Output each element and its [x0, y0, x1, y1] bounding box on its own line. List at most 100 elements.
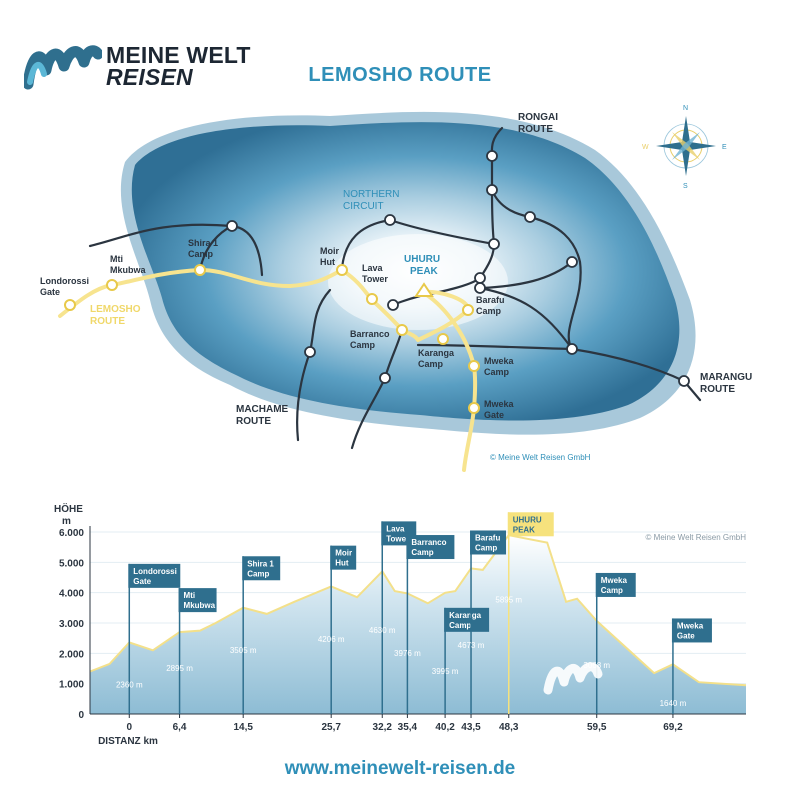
camp-tag	[330, 545, 357, 570]
x-tick-label: 59,5	[587, 722, 607, 733]
camp-elevation-label: 2895 m	[166, 664, 193, 673]
camp-tag-line1: Barranco	[411, 538, 446, 547]
camp-elevation-label: 2360 m	[116, 681, 143, 690]
x-tick-label: 35,4	[398, 722, 418, 733]
brand-name: MEINE WELT REISEN	[106, 42, 251, 90]
other-routes	[88, 126, 702, 450]
camp-tag-line2: Camp	[449, 621, 471, 630]
camp-tag-line1: Shira 1	[247, 559, 274, 568]
camp-tag	[178, 588, 217, 613]
camp-tag	[507, 512, 554, 537]
y-tick-label: 5.000	[59, 558, 84, 569]
camp-elevation-label: 4673 m	[458, 641, 485, 650]
website-url: www.meinewelt-reisen.de	[284, 758, 516, 779]
camp-tag	[595, 572, 636, 597]
compass-n: N	[683, 105, 688, 112]
y-axis-title: HÖHE	[54, 502, 83, 515]
camp-tag	[406, 535, 455, 560]
camp-elevation-label: 4206 m	[318, 635, 345, 644]
brand-line-1: MEINE WELT	[106, 42, 251, 68]
compass-s: S	[683, 183, 688, 190]
camp-tag-line2: Camp	[247, 569, 269, 578]
camp-tag-line2: Camp	[411, 548, 433, 557]
map-waypoints	[64, 150, 690, 414]
y-tick-label: 0	[78, 710, 84, 721]
camp-tag	[671, 618, 712, 643]
camp-tag-line1: Londorossi	[133, 567, 177, 576]
y-axis-unit: m	[62, 516, 71, 527]
camp-elevation-label: 5895 m	[495, 596, 522, 605]
camp-elevation-label: 3505 m	[230, 646, 257, 655]
summit-area	[328, 234, 508, 330]
x-tick-label: 32,2	[373, 722, 393, 733]
y-tick-label: 1.000	[59, 680, 84, 691]
x-tick-label: 25,7	[321, 722, 341, 733]
x-tick-label: 6,4	[173, 722, 187, 733]
x-tick-label: 43,5	[461, 722, 481, 733]
camp-elevation-label: 3976 m	[394, 649, 421, 658]
brand-line-2: REISEN	[106, 64, 193, 90]
brand-logo-mark	[24, 45, 102, 90]
camp-tag-line2: Camp	[475, 543, 497, 552]
compass-icon: N S E W	[642, 105, 727, 190]
x-tick-label: 14,5	[233, 722, 253, 733]
x-tick-label: 69,2	[663, 722, 683, 733]
camp-elevation-label: 1640 m	[660, 699, 687, 708]
camp-tag-line2: Gate	[133, 577, 151, 586]
x-tick-label: 40,2	[435, 722, 455, 733]
camp-tag-line2: Gate	[677, 631, 695, 640]
chart-copyright: © Meine Welt Reisen GmbH	[646, 533, 747, 542]
camp-tag	[444, 607, 490, 632]
camp-elevation-label: 3995 m	[432, 667, 459, 676]
camp-tag-line2: Camp	[601, 586, 623, 595]
map-copyright: © Meine Welt Reisen GmbH	[490, 453, 591, 462]
camp-tag-line2: Mkubwa	[184, 601, 216, 610]
camp-tag-line1: UHURU	[513, 515, 542, 524]
camp-tag	[128, 563, 181, 588]
camp-tag-line1: Barafu	[475, 533, 500, 542]
compass-e: E	[722, 144, 727, 151]
y-tick-label: 4.000	[59, 589, 84, 600]
camp-tag	[242, 556, 281, 581]
x-axis-title: DISTANZ km	[98, 736, 158, 747]
y-tick-label: 3.000	[59, 619, 84, 630]
y-tick-label: 2.000	[59, 649, 84, 660]
watermark-logo	[543, 662, 603, 695]
compass-w: W	[642, 144, 649, 151]
camp-tag-line1: Mti	[184, 591, 196, 600]
camp-elevation-label: 4630 m	[369, 626, 396, 635]
page-title: LEMOSHO ROUTE	[308, 64, 492, 86]
x-tick-label: 48,3	[499, 722, 519, 733]
camp-tag-line1: Mweka	[601, 576, 628, 585]
camp-tag-line1: Mweka	[677, 621, 704, 630]
x-tick-label: 0	[127, 722, 133, 733]
camp-tag-line2: Tower	[386, 534, 409, 543]
camp-tag-line1: Lava	[386, 524, 405, 533]
camp-tag-line1: Moir	[335, 549, 352, 558]
camp-tag-line2: PEAK	[513, 525, 535, 534]
camp-tag-line1: Karanga	[449, 611, 482, 620]
camp-tag-line2: Hut	[335, 559, 349, 568]
y-tick-label: 6.000	[59, 528, 84, 539]
camp-tag	[470, 530, 507, 555]
